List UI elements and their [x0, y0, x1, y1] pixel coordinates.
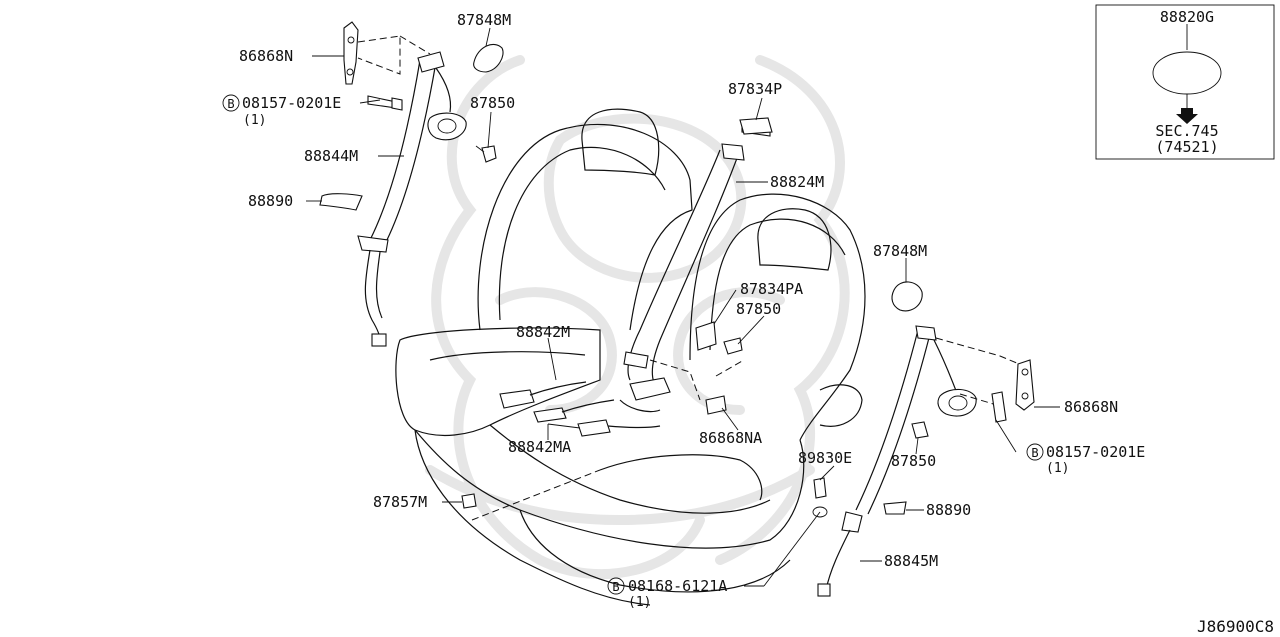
callout-86868N-right: 86868N	[1064, 398, 1118, 416]
callout-08157-left-qty: (1)	[243, 113, 266, 128]
callout-87848M-top: 87848M	[457, 11, 511, 29]
rear-seat	[395, 108, 866, 606]
bolt-b-symbol: B	[227, 97, 234, 111]
callout-08157-right-qty: (1)	[1046, 461, 1069, 476]
bolt-87857M	[461, 469, 601, 521]
callout-88824M: 88824M	[770, 173, 824, 191]
callout-86868N-left: 86868N	[239, 47, 293, 65]
diagram-code: J86900C8	[1197, 617, 1274, 636]
callout-88842MA: 88842MA	[508, 438, 571, 456]
right-seat-belt-assembly	[812, 281, 1035, 597]
callout-88844M: 88844M	[304, 147, 358, 165]
callout-87850-mid: 87850	[736, 300, 781, 318]
callout-08157-left: 08157-0201E	[242, 94, 341, 112]
center-seat-belt-assembly	[499, 117, 773, 437]
background-watermark	[425, 55, 850, 580]
inset-panel: 88820G SEC.745 (74521)	[1095, 4, 1275, 160]
bolt-b-icon-right	[1026, 443, 1044, 461]
callout-88845M: 88845M	[884, 552, 938, 570]
callout-08157-right: 08157-0201E	[1046, 443, 1145, 461]
callout-86868NA: 86868NA	[699, 429, 762, 447]
callout-87834P: 87834P	[728, 80, 782, 98]
inset-part-shape	[1152, 51, 1222, 95]
callout-88842M: 88842M	[516, 323, 570, 341]
callout-08168: 08168-6121A	[628, 577, 727, 595]
bolt-b-symbol-bottom: B	[612, 580, 619, 594]
bolt-b-icon-bottom	[607, 577, 625, 595]
callout-labels: 86868N 87848M B 08157-0201E (1) 87850 88…	[222, 11, 1274, 636]
callout-88890-right: 88890	[926, 501, 971, 519]
callout-87850-right: 87850	[891, 452, 936, 470]
callout-88890-left: 88890	[248, 192, 293, 210]
inset-section-ref: SEC.745	[1155, 122, 1218, 140]
leader-lines	[306, 27, 1060, 587]
callout-87850-top: 87850	[470, 94, 515, 112]
bolt-b-icon	[222, 94, 240, 112]
left-seat-belt-assembly	[319, 21, 504, 347]
inset-section-subref: (74521)	[1155, 138, 1218, 156]
inset-part-number: 88820G	[1160, 8, 1214, 26]
callout-87848M-right: 87848M	[873, 242, 927, 260]
callout-89830E: 89830E	[798, 449, 852, 467]
bolt-b-symbol-right: B	[1031, 446, 1038, 460]
callout-08168-qty: (1)	[628, 595, 651, 610]
down-arrow-icon	[1176, 108, 1198, 124]
callout-87857M: 87857M	[373, 493, 427, 511]
callout-87834PA: 87834PA	[740, 280, 803, 298]
